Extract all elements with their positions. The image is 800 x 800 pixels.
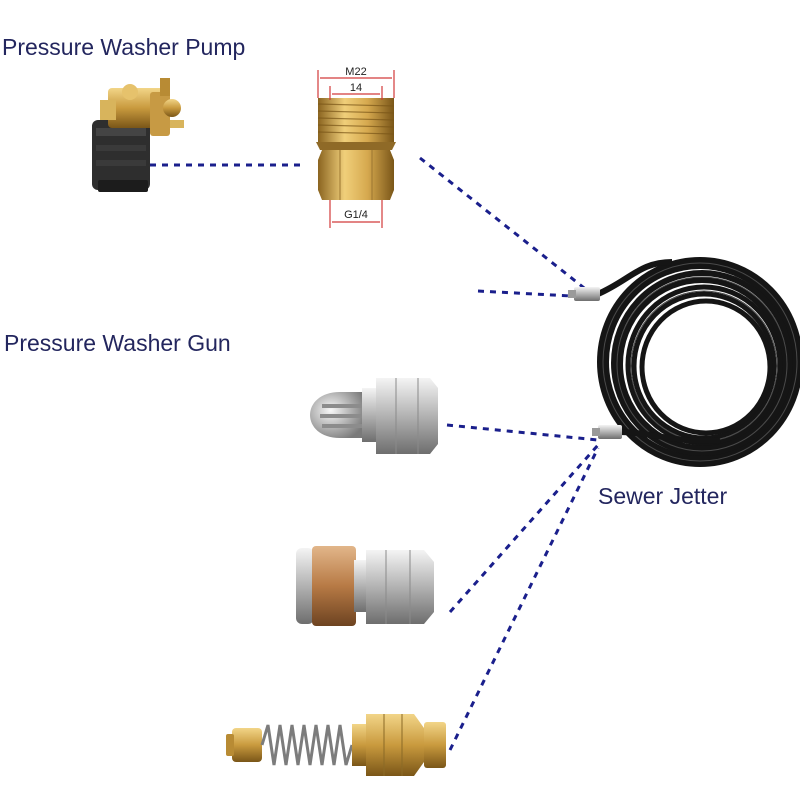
label-pressure-washer-gun: Pressure Washer Gun	[4, 330, 231, 356]
dimension-g14: G1/4	[344, 209, 368, 221]
label-pressure-washer-pump: Pressure Washer Pump	[2, 34, 246, 60]
connector-nozzle2-to-hose	[448, 444, 600, 613]
sewer-jetter-hose-image	[568, 257, 800, 467]
steel-bullet-nozzle	[310, 378, 438, 454]
dimension-m22: M22	[345, 66, 366, 78]
connector-fitting-to-hose	[419, 156, 594, 297]
spring-brass-nozzle	[226, 714, 446, 776]
connector-lines	[150, 156, 600, 751]
brass-adapter-fitting: M22 14 G1/4	[316, 66, 396, 228]
copper-rotating-nozzle	[296, 546, 434, 626]
label-sewer-jetter: Sewer Jetter	[598, 483, 728, 509]
dimension-14: 14	[350, 82, 362, 94]
pressure-washer-pump-image	[92, 78, 184, 192]
connector-nozzle3-to-hose	[448, 447, 600, 751]
connector-nozzle1-to-hose	[446, 423, 599, 442]
